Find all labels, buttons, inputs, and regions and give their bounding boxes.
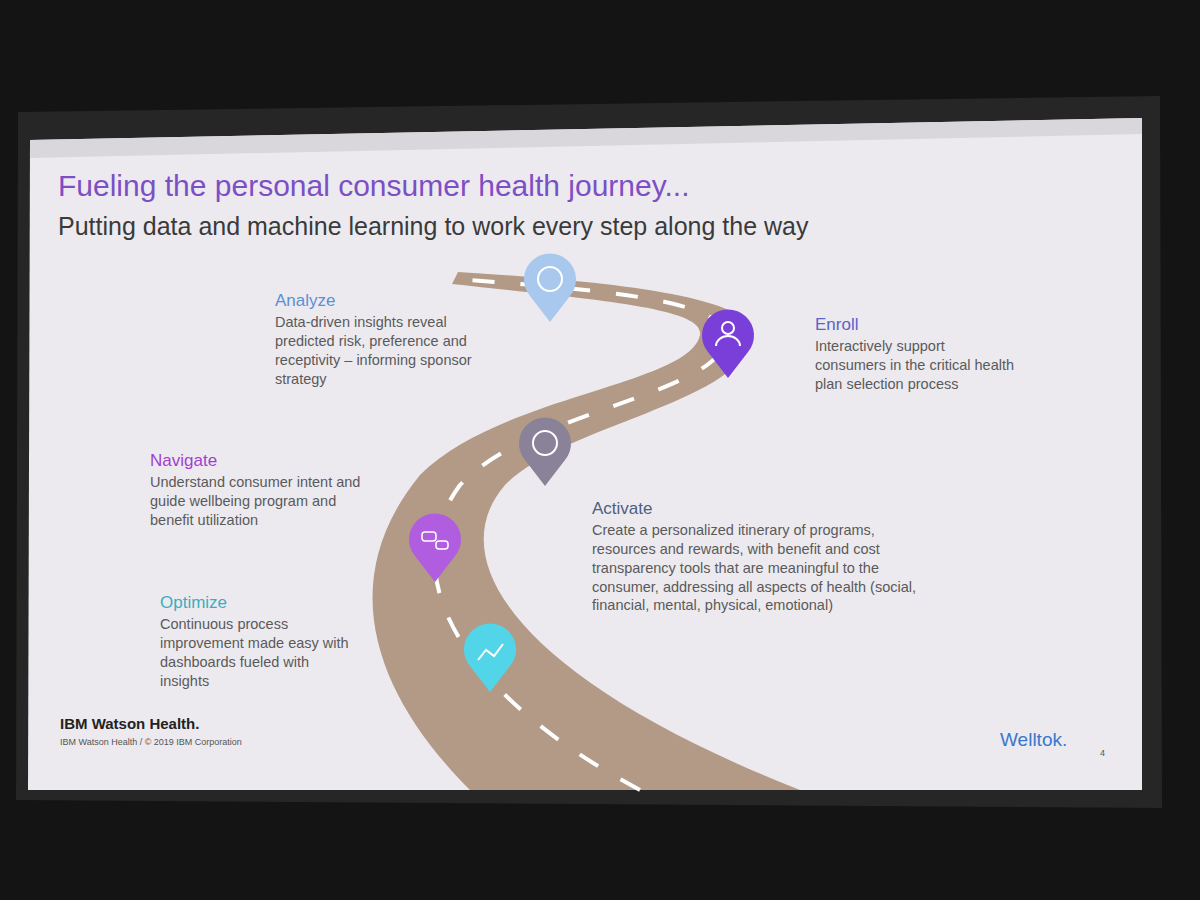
stage-body: Create a personalized itinerary of progr… xyxy=(592,521,922,615)
stage-body: Interactively support consumers in the c… xyxy=(815,337,1015,394)
slide-subtitle: Putting data and machine learning to wor… xyxy=(58,210,808,243)
stage-heading: Enroll xyxy=(815,314,858,336)
slide-ground xyxy=(28,118,1142,790)
brand-logo: IBM Watson Health. xyxy=(60,714,199,734)
stage-heading: Navigate xyxy=(150,450,217,472)
enroll-pin xyxy=(702,309,754,378)
navigate-pin xyxy=(409,513,461,582)
stage-heading: Optimize xyxy=(160,592,227,614)
stage-heading: Activate xyxy=(592,498,652,520)
slide-title: Fueling the personal consumer health jou… xyxy=(58,166,689,205)
stage-heading: Analyze xyxy=(275,290,335,312)
stage-body: Data-driven insights reveal predicted ri… xyxy=(275,313,500,388)
analyze-pin xyxy=(524,253,576,322)
screen-frame xyxy=(16,96,1162,808)
copyright-note: IBM Watson Health / © 2019 IBM Corporati… xyxy=(60,737,242,749)
toolbar-strip xyxy=(30,118,1142,158)
brand-logo: Welltok. xyxy=(1000,728,1067,753)
stage-body: Understand consumer intent and guide wel… xyxy=(150,473,375,530)
optimize-pin xyxy=(464,623,516,692)
stage-body: Continuous process improvement made easy… xyxy=(160,615,350,690)
activate-pin xyxy=(519,417,571,486)
page-number: 4 xyxy=(1100,748,1105,760)
